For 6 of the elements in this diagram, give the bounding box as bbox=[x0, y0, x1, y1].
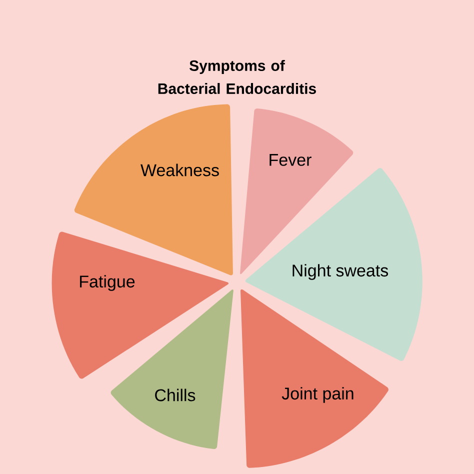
title: Symptoms of Bacterial Endocarditis bbox=[158, 60, 316, 94]
pie-slice: Chills bbox=[110, 290, 234, 450]
pie-slice: Fatigue bbox=[52, 232, 229, 379]
pie-slice: Night sweats bbox=[245, 168, 422, 361]
pie-slice: Joint pain bbox=[240, 289, 388, 468]
pie-slice: Weakness bbox=[74, 104, 233, 276]
